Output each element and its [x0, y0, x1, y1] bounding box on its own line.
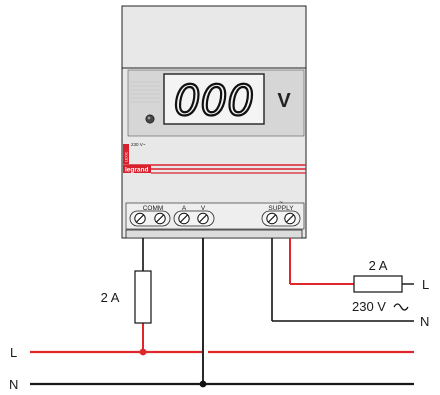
terminal-label-supply-tilde: ~ — [279, 199, 283, 206]
display-panel-hatching — [130, 81, 160, 103]
terminal-screw-comm-2 — [154, 212, 166, 225]
neutral-label-left: N — [9, 377, 18, 392]
device-bottom-lip — [125, 229, 303, 239]
terminal-group-av — [173, 210, 215, 227]
fuse-right — [353, 275, 403, 293]
fuse-left-label: 2 A — [101, 290, 120, 305]
terminal-screw-comm-1 — [134, 212, 146, 225]
terminal-screw-supply-2 — [284, 212, 296, 225]
fuse-right-label: 2 A — [369, 258, 388, 273]
neutral-junction-dot — [199, 380, 207, 388]
line-label-left: L — [10, 345, 17, 360]
lcd-unit-label: V — [277, 90, 291, 112]
terminal-label-v: V — [201, 205, 206, 212]
terminal-screw-a — [178, 212, 190, 225]
brand-tag-text: LEXIC — [125, 151, 129, 162]
terminal-label-comm: COMM — [143, 205, 164, 212]
terminal-group-supply — [261, 210, 301, 227]
ac-symbol-icon — [393, 303, 409, 311]
brand-logo: legrand — [125, 167, 149, 174]
terminal-screw-v — [197, 212, 209, 225]
line-junction-dot — [139, 348, 147, 356]
device-top-section — [121, 5, 307, 69]
terminal-label-supply: SUPPLY — [268, 205, 294, 212]
terminal-screw-supply-1 — [266, 212, 278, 225]
device-small-label: 230 V~ — [131, 142, 146, 147]
brand-logo-box — [123, 165, 151, 173]
supply-voltage-label: 230 V — [352, 299, 386, 314]
lcd-screen — [163, 73, 265, 125]
meter-device: 000 V 230 V~ LEXIC legrand COMM A V ~ SU… — [121, 5, 307, 239]
terminal-label-a: A — [182, 205, 187, 212]
neutral-label-right: N — [420, 314, 429, 329]
fuse-left — [134, 270, 152, 324]
brand-tag — [123, 144, 129, 164]
lcd-digits: 000 — [174, 76, 254, 125]
terminal-group-comm — [129, 210, 171, 227]
line-label-right: L — [422, 277, 429, 292]
led-indicator — [145, 114, 155, 124]
